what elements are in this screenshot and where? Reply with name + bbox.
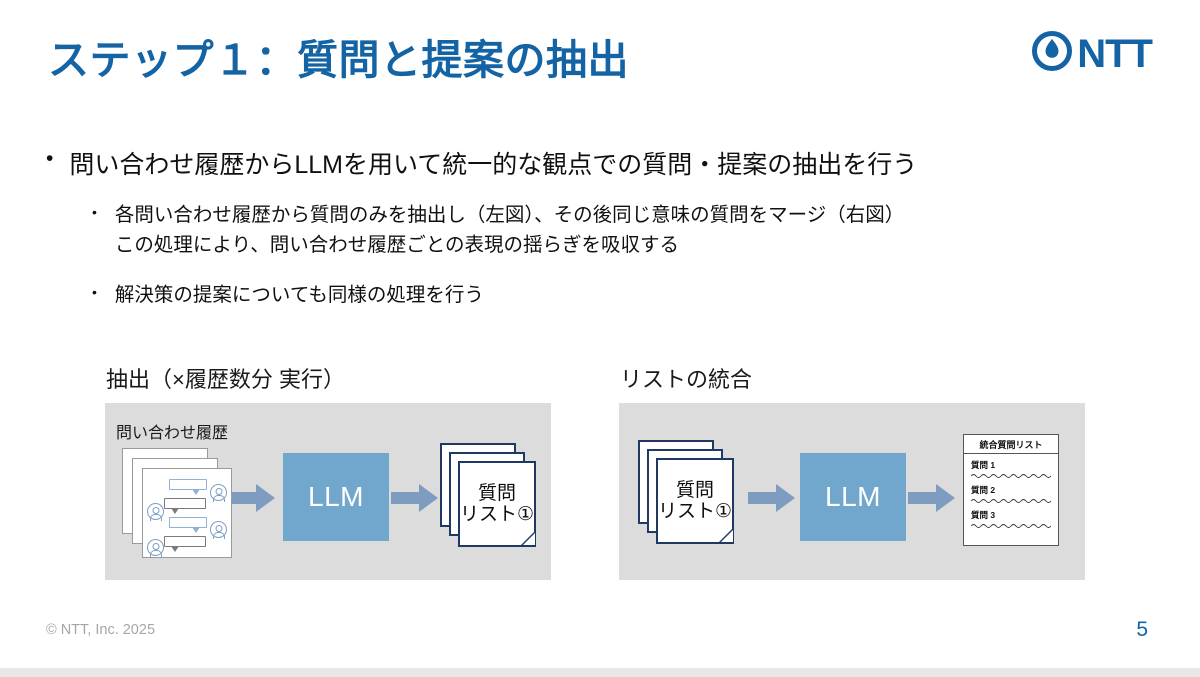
list-card-body: 質問 1 質問 2 質問 3 <box>964 454 1058 528</box>
bullet-level1-text: 問い合わせ履歴からLLMを用いて統一的な観点での質問・提案の抽出を行う <box>69 151 918 179</box>
speech-bubble-icon <box>164 536 206 552</box>
ntt-logo-text: NTT <box>1077 31 1153 76</box>
bullet-line: この処理により、問い合わせ履歴ごとの表現の揺らぎを吸収する <box>114 234 680 257</box>
speech-bubble-icon <box>164 498 206 514</box>
doc-label-line1: 質問 <box>675 479 714 501</box>
llm-process-box: LLM <box>283 453 389 541</box>
squiggly-line-icon <box>971 499 1051 503</box>
speech-bubble-icon <box>169 479 207 495</box>
bullet-line: 各問い合わせ履歴から質問のみを抽出し（左図）、その後同じ意味の質問をマージ（右図… <box>114 204 905 226</box>
bullet-level2-1-text: 各問い合わせ履歴から質問のみを抽出し（左図）、その後同じ意味の質問をマージ（右図… <box>115 200 904 260</box>
right-arrow-icon <box>908 483 956 518</box>
document-front: 質問 リスト① <box>656 458 734 544</box>
bullet-marker: • <box>92 204 97 220</box>
merged-question-list-card: 統合質問リスト 質問 1 質問 2 質問 3 <box>963 434 1059 546</box>
bottom-strip <box>0 668 1200 677</box>
squiggly-line-icon <box>971 474 1051 478</box>
list-item-label: 質問 3 <box>971 510 996 520</box>
list-item: 質問 3 <box>971 509 1051 528</box>
person-avatar-icon <box>147 503 164 520</box>
llm-label: LLM <box>308 481 364 512</box>
right-arrow-icon <box>748 483 796 518</box>
llm-process-box: LLM <box>800 453 906 541</box>
doc-label-line1: 質問 <box>477 482 516 504</box>
page-fold-icon <box>718 528 733 543</box>
list-item: 質問 1 <box>971 459 1051 478</box>
bullet-marker: • <box>46 147 54 170</box>
person-avatar-icon <box>210 484 227 501</box>
person-avatar-icon <box>210 521 227 538</box>
list-item: 質問 2 <box>971 484 1051 503</box>
page-title: ステップ１：質問と提案の抽出 <box>48 37 629 83</box>
ntt-o-mark-icon <box>1031 30 1073 77</box>
person-avatar-icon <box>147 539 164 556</box>
right-arrow-icon <box>391 483 439 518</box>
speech-bubble-icon <box>169 517 207 533</box>
diagram-heading-extraction: 抽出（×履歴数分 実行） <box>106 367 345 392</box>
llm-label: LLM <box>825 481 881 512</box>
diagram-heading-merge: リストの統合 <box>620 367 753 392</box>
bullet-level2-1: • 各問い合わせ履歴から質問のみを抽出し（左図）、その後同じ意味の質問をマージ（… <box>92 200 904 260</box>
page-fold-icon <box>520 531 535 546</box>
stacked-document-icon: 質問 リスト① <box>638 440 742 552</box>
doc-label-line2: リスト① <box>657 501 733 522</box>
squiggly-line-icon <box>971 524 1051 528</box>
document-front: 質問 リスト① <box>458 461 536 547</box>
list-item-label: 質問 2 <box>971 485 996 495</box>
bullet-level1: • 問い合わせ履歴からLLMを用いて統一的な観点での質問・提案の抽出を行う <box>46 145 917 181</box>
doc-label-line2: リスト① <box>459 504 535 525</box>
chat-page-front <box>142 468 232 558</box>
list-card-title: 統合質問リスト <box>964 435 1058 454</box>
ntt-logo: NTT <box>1031 30 1153 77</box>
copyright-notice: © NTT, Inc. 2025 <box>46 622 156 638</box>
stacked-chat-history-pages-icon <box>122 448 240 558</box>
bullet-level2-2-text: 解決策の提案についても同様の処理を行う <box>114 284 484 306</box>
bullet-level2-2: • 解決策の提案についても同様の処理を行う <box>92 280 484 310</box>
bullet-marker: • <box>92 284 97 300</box>
list-item-label: 質問 1 <box>971 460 996 470</box>
chat-history-label: 問い合わせ履歴 <box>116 425 229 442</box>
page-number: 5 <box>1136 618 1148 641</box>
right-arrow-icon <box>228 483 276 518</box>
stacked-document-icon: 質問 リスト① <box>440 443 544 555</box>
